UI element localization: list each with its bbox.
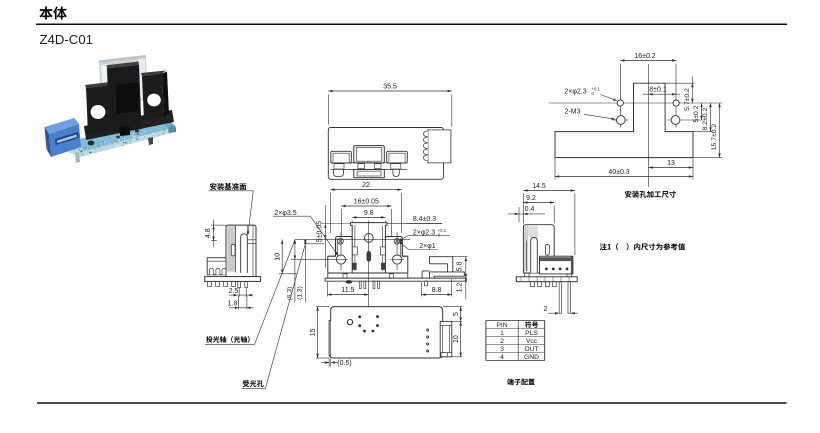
svg-text:8.2±0.2: 8.2±0.2 bbox=[702, 107, 709, 130]
svg-text:40±0.3: 40±0.3 bbox=[608, 169, 629, 176]
svg-text:(6.3): (6.3) bbox=[286, 287, 293, 301]
svg-text:11.5: 11.5 bbox=[341, 287, 354, 294]
svg-text:35.5: 35.5 bbox=[383, 83, 397, 90]
svg-text:2: 2 bbox=[500, 338, 504, 345]
svg-text:2×φ1: 2×φ1 bbox=[419, 243, 436, 250]
svg-text:8±0.1: 8±0.1 bbox=[649, 87, 667, 94]
svg-text:2: 2 bbox=[544, 306, 548, 313]
svg-text:2×φ2.3: 2×φ2.3 bbox=[413, 229, 435, 236]
svg-text:10: 10 bbox=[453, 335, 460, 343]
svg-text:15: 15 bbox=[310, 328, 317, 336]
svg-text:4: 4 bbox=[500, 354, 504, 361]
svg-text:PLS: PLS bbox=[525, 330, 538, 337]
svg-text:4.8: 4.8 bbox=[205, 228, 212, 238]
svg-text:1: 1 bbox=[500, 330, 504, 337]
svg-text:1.8: 1.8 bbox=[228, 301, 238, 308]
svg-text:14.5: 14.5 bbox=[532, 183, 546, 190]
svg-text:2×φ3.5: 2×φ3.5 bbox=[274, 210, 296, 217]
svg-text:+0.1: +0.1 bbox=[592, 87, 601, 92]
svg-text:1.2: 1.2 bbox=[457, 283, 464, 293]
svg-text:(1.3): (1.3) bbox=[297, 286, 304, 300]
svg-text:5: 5 bbox=[453, 312, 460, 316]
svg-text:+0.1: +0.1 bbox=[438, 228, 447, 233]
svg-text:13: 13 bbox=[667, 160, 675, 167]
svg-text:8.8: 8.8 bbox=[432, 287, 442, 294]
svg-text:2-M3: 2-M3 bbox=[565, 109, 581, 116]
svg-text:3: 3 bbox=[500, 346, 504, 353]
svg-text:16±0.05: 16±0.05 bbox=[354, 198, 379, 205]
svg-text:8.4±0.3: 8.4±0.3 bbox=[413, 216, 436, 223]
svg-text:PIN: PIN bbox=[496, 322, 507, 329]
svg-text:(0.5): (0.5) bbox=[337, 360, 351, 367]
svg-text:5.8: 5.8 bbox=[457, 262, 464, 272]
svg-text:9.8: 9.8 bbox=[364, 210, 374, 217]
svg-text:9.2: 9.2 bbox=[526, 195, 536, 202]
svg-text:22: 22 bbox=[362, 182, 370, 189]
svg-text:10: 10 bbox=[275, 253, 282, 261]
svg-text:5±0.05: 5±0.05 bbox=[317, 221, 324, 242]
svg-text:0.4: 0.4 bbox=[525, 206, 535, 213]
svg-text:OUT: OUT bbox=[524, 346, 538, 353]
svg-text:Z4D-C01: Z4D-C01 bbox=[40, 32, 94, 47]
svg-text:15.7±0.2: 15.7±0.2 bbox=[711, 124, 718, 151]
svg-text:Vcc: Vcc bbox=[526, 338, 538, 345]
svg-text:5.7±0.2: 5.7±0.2 bbox=[684, 88, 691, 111]
svg-text:GND: GND bbox=[524, 354, 539, 361]
svg-text:2.5: 2.5 bbox=[229, 288, 239, 295]
svg-text:2×φ2.3: 2×φ2.3 bbox=[564, 88, 586, 95]
svg-text:5±0.2: 5±0.2 bbox=[693, 105, 700, 122]
svg-text:0: 0 bbox=[438, 232, 441, 237]
svg-text:0: 0 bbox=[592, 91, 595, 96]
svg-text:16±0.2: 16±0.2 bbox=[634, 53, 655, 60]
